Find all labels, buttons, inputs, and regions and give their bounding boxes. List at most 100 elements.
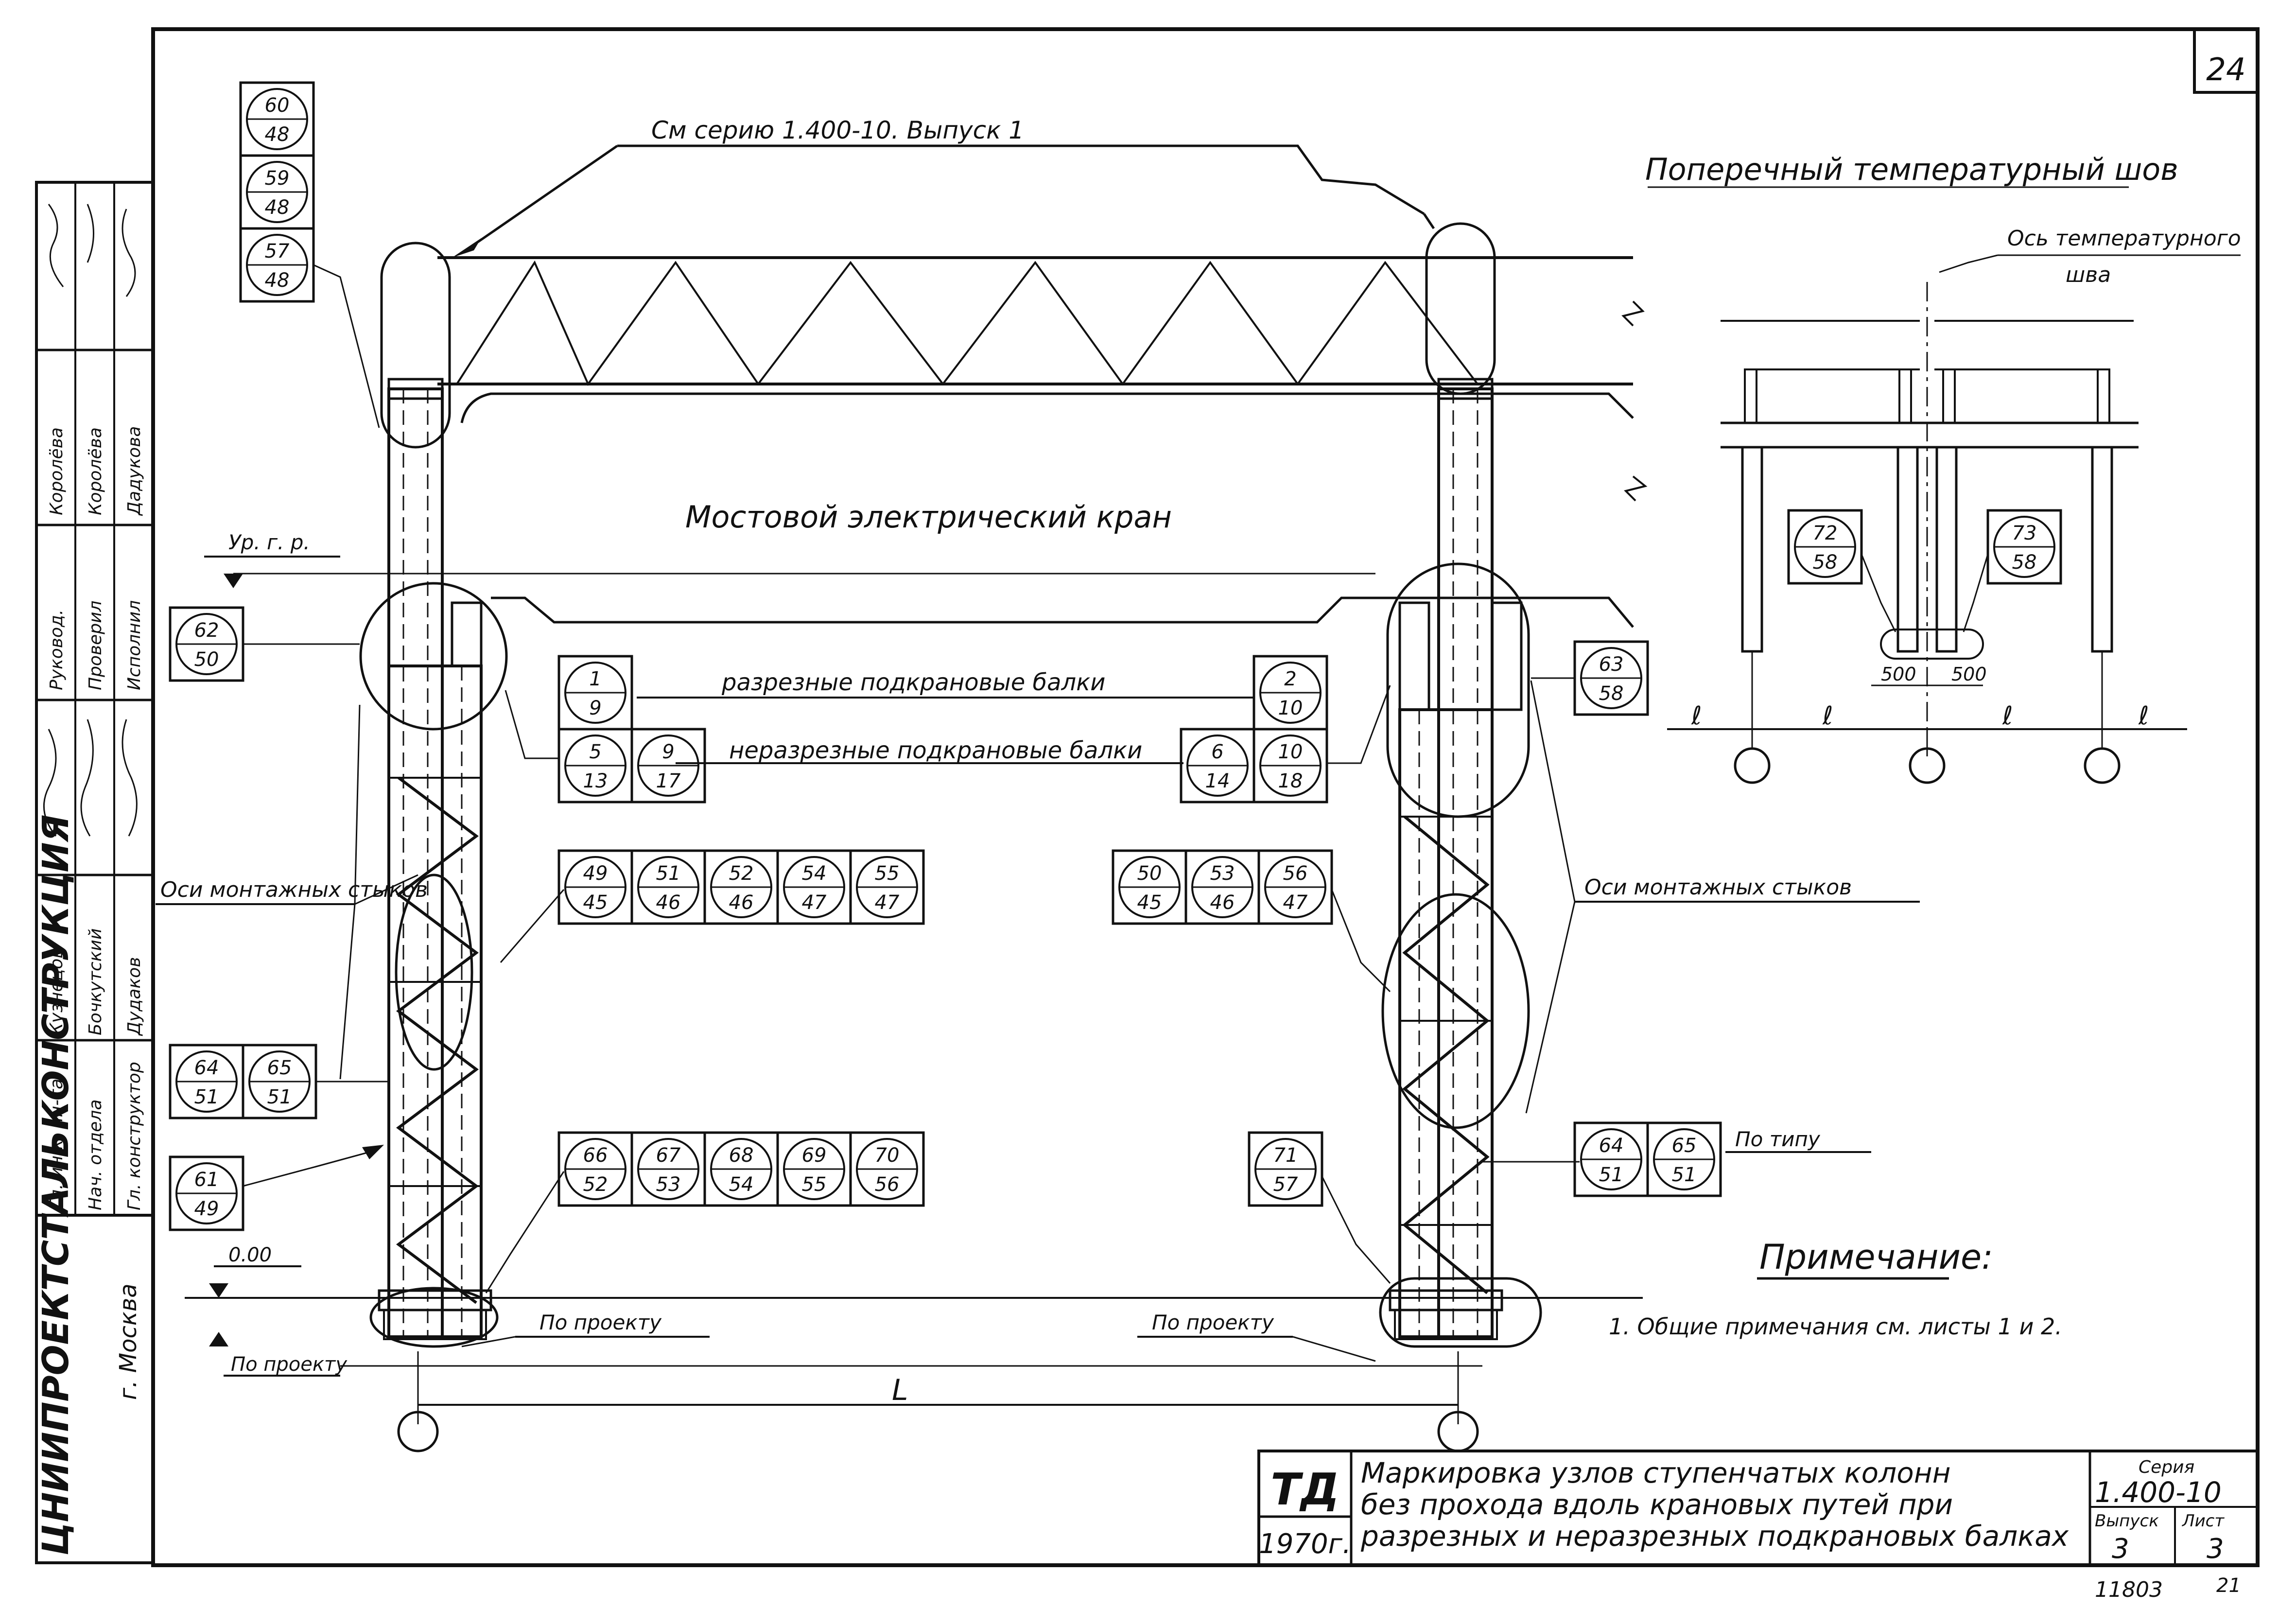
- svg-text:48: 48: [265, 196, 290, 219]
- thermal-axis-l1: Ось температурного: [2007, 226, 2241, 251]
- svg-text:51: 51: [656, 862, 681, 885]
- joint-oval-right: [1381, 893, 1530, 1129]
- svg-text:65: 65: [267, 1057, 292, 1079]
- svg-text:55: 55: [875, 862, 900, 885]
- svg-text:56: 56: [875, 1173, 900, 1196]
- stamp-name-b1: Королёва: [47, 427, 67, 515]
- issue-number: 3: [2112, 1533, 2129, 1565]
- svg-text:53: 53: [656, 1173, 681, 1196]
- stamp-name-b2: Королёва: [86, 427, 105, 515]
- marker-2-10: 210: [1252, 655, 1328, 731]
- svg-text:46: 46: [1210, 891, 1235, 914]
- svg-text:51: 51: [267, 1086, 292, 1108]
- stamp-role2-1: Руковод.: [47, 610, 67, 690]
- svg-text:45: 45: [583, 891, 608, 914]
- svg-text:56: 56: [1283, 862, 1308, 885]
- svg-text:59: 59: [265, 167, 290, 190]
- joint-oval-left: [395, 874, 473, 1071]
- crane-label: Мостовой электрический кран: [685, 499, 1172, 535]
- joint-oval-top-right: [1425, 222, 1496, 395]
- sheet-number-box: 24: [2193, 29, 2258, 94]
- note-title: Примечание:: [1759, 1237, 1993, 1277]
- thermal-axis-l2: шва: [2066, 262, 2111, 287]
- svg-text:66: 66: [583, 1144, 608, 1167]
- svg-text:70: 70: [875, 1144, 900, 1167]
- svg-text:50: 50: [194, 648, 219, 671]
- svg-text:64: 64: [194, 1057, 219, 1079]
- svg-text:18: 18: [1278, 770, 1303, 792]
- svg-text:64: 64: [1599, 1135, 1624, 1157]
- thermal-bay-3: ℓ: [2002, 701, 2013, 731]
- svg-text:48: 48: [265, 123, 290, 146]
- stamp-name-a3: Дудаков: [124, 957, 144, 1036]
- svg-text:46: 46: [729, 891, 754, 914]
- svg-text:47: 47: [802, 891, 827, 914]
- svg-text:10: 10: [1278, 697, 1303, 719]
- thermal-bay-2: ℓ: [1822, 701, 1833, 731]
- svg-text:54: 54: [729, 1173, 754, 1196]
- svg-text:5: 5: [589, 741, 601, 763]
- svg-text:17: 17: [656, 770, 681, 792]
- stamp-org: ЦНИИПРОЕКТСТАЛЬКОНСТРУКЦИЯ: [35, 815, 77, 1556]
- zero-level: 0.00: [228, 1244, 272, 1266]
- joint-axes-right: Оси монтажных стыков: [1584, 875, 1852, 900]
- marker-6-14: 614: [1180, 728, 1255, 804]
- svg-text:53: 53: [1210, 862, 1235, 885]
- sheet-label: Лист: [2181, 1511, 2225, 1531]
- beam-labels: разрезные подкрановые балки неразрезные …: [156, 669, 1920, 1163]
- svg-text:58: 58: [1813, 551, 1838, 574]
- title-line-1: Маркировка узлов ступенчатых колонн: [1361, 1456, 1951, 1489]
- svg-text:62: 62: [194, 619, 219, 642]
- svg-text:67: 67: [656, 1144, 681, 1167]
- thermal-bay-4: ℓ: [2138, 701, 2149, 731]
- top-reference: См серию 1.400-10. Выпуск 1: [651, 116, 1024, 144]
- thermal-bay-1: ℓ: [1691, 701, 1702, 731]
- svg-text:49: 49: [583, 862, 608, 885]
- svg-text:58: 58: [1599, 682, 1624, 705]
- svg-text:49: 49: [194, 1198, 219, 1220]
- svg-text:47: 47: [1283, 891, 1308, 914]
- svg-text:51: 51: [194, 1086, 219, 1108]
- title-line-3: разрезных и неразрезных подкрановых балк…: [1360, 1520, 2069, 1553]
- levels: Ур. г. р. 0.00 По проекту По проекту По …: [185, 530, 1643, 1452]
- stamp-role2-2: Проверил: [86, 600, 105, 690]
- stamp-role2-3: Исполнил: [124, 600, 144, 690]
- svg-text:73: 73: [2012, 522, 2037, 544]
- svg-text:58: 58: [2012, 551, 2037, 574]
- marker-9-17: 917: [630, 728, 706, 804]
- svg-text:47: 47: [875, 891, 900, 914]
- title-line-2: без прохода вдоль крановых путей при: [1361, 1488, 1953, 1521]
- crane-bridge: Мостовой электрический кран: [460, 392, 1648, 628]
- stamp-name-a1: Кузнецов: [47, 948, 67, 1035]
- series-label: Серия: [2139, 1457, 2194, 1477]
- per-project-mid: По проекту: [1152, 1311, 1274, 1334]
- svg-text:51: 51: [1672, 1164, 1697, 1186]
- thermal-dim-500-left: 500: [1881, 664, 1916, 685]
- roof-truss: См серию 1.400-10. Выпуск 1: [437, 116, 1645, 386]
- marker-1-9: 19: [557, 655, 633, 731]
- svg-text:14: 14: [1205, 770, 1230, 792]
- sheet-number: 24: [2206, 52, 2245, 88]
- stamp-name-b3: Дадукова: [124, 426, 144, 516]
